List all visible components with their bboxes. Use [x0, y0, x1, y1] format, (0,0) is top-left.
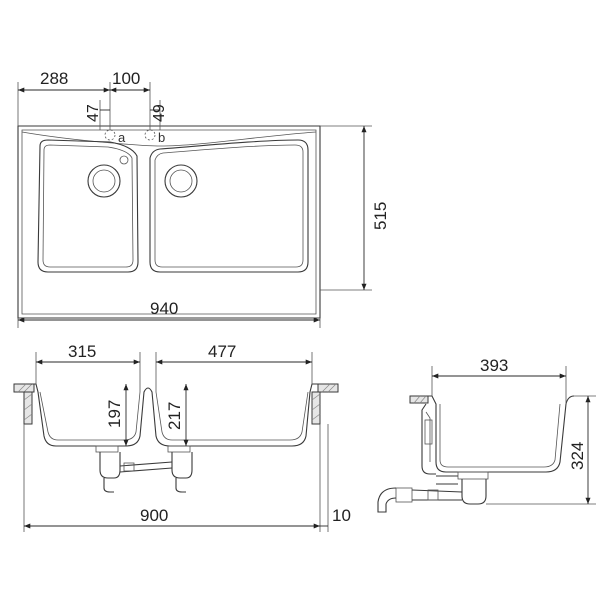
tap-label-a: a	[118, 130, 126, 145]
dim-47: 47	[85, 104, 102, 122]
top-view: a b 288 100 47 49 515 940	[17, 69, 390, 328]
left-drain	[87, 164, 121, 198]
dim-900: 900	[140, 506, 168, 525]
dim-315: 315	[68, 342, 96, 361]
sink-profile-front	[30, 383, 318, 447]
tap-hole-b	[144, 129, 156, 141]
front-view: 315 477 197 217 900 10	[13, 342, 351, 532]
dim-324: 324	[568, 442, 587, 470]
dim-515: 515	[371, 202, 390, 230]
sink-profile-side	[426, 395, 575, 473]
dim-393: 393	[480, 356, 508, 375]
dim-288: 288	[40, 69, 68, 88]
dim-100: 100	[112, 69, 140, 88]
side-view: 393 324	[377, 356, 596, 513]
dim-217: 217	[165, 402, 184, 430]
tap-label-b: b	[158, 130, 165, 145]
tap-hole-a	[104, 129, 116, 141]
dim-197: 197	[105, 400, 124, 428]
dim-477: 477	[208, 342, 236, 361]
right-bowl-top	[149, 139, 309, 273]
right-drain	[164, 164, 198, 198]
dim-940: 940	[150, 299, 178, 318]
left-bowl-top	[37, 139, 139, 273]
sink-outline-top	[17, 125, 321, 319]
dim-49: 49	[151, 104, 168, 122]
dim-10: 10	[332, 506, 351, 525]
